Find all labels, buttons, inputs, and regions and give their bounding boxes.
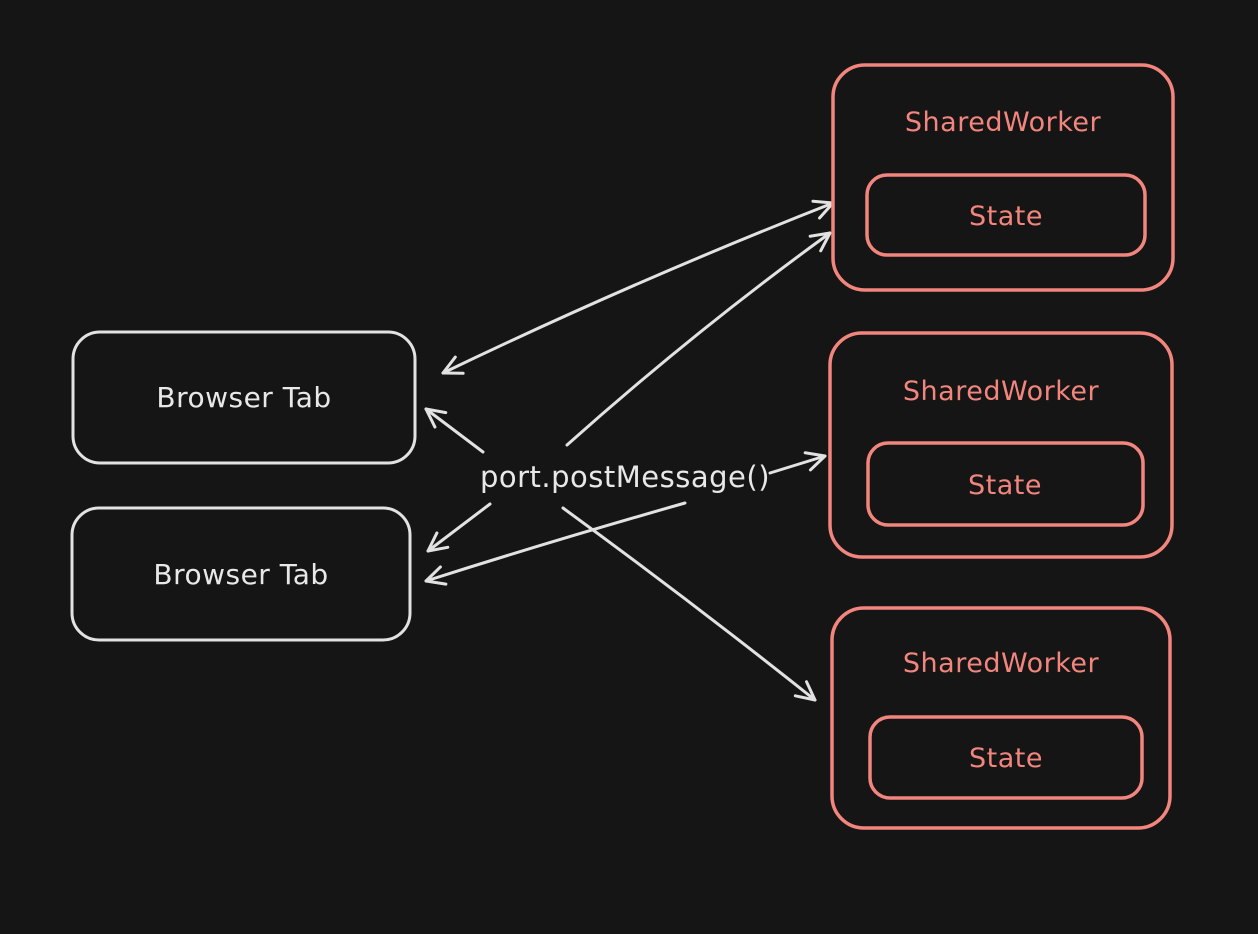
shared-worker-2-state-box — [866, 441, 1145, 527]
shared-worker-2-label: SharedWorker — [903, 376, 1100, 407]
node-shared-worker-2: SharedWorker State — [828, 331, 1174, 559]
shared-worker-1-state-box — [865, 173, 1147, 257]
shared-worker-1-state-label: State — [969, 201, 1043, 232]
arrow-label-to-worker3 — [561, 506, 817, 702]
arrow-label-to-worker2 — [768, 451, 827, 475]
shared-worker-3-label: SharedWorker — [903, 648, 1100, 679]
node-shared-worker-3: SharedWorker State — [830, 606, 1172, 830]
shared-worker-3-state-label: State — [969, 743, 1043, 774]
port-postmessage-label: port.postMessage() — [480, 460, 770, 494]
shared-worker-1-label: SharedWorker — [905, 107, 1102, 138]
browser-tab-1-label: Browser Tab — [156, 381, 331, 414]
node-browser-tab-1: Browser Tab — [71, 330, 417, 465]
shared-worker-2-box — [828, 331, 1174, 559]
arrow-label-to-worker1 — [565, 231, 832, 447]
arrow-label-to-tab2-lower — [424, 501, 687, 586]
browser-tab-2-label: Browser Tab — [153, 558, 328, 591]
node-browser-tab-2: Browser Tab — [70, 506, 412, 642]
shared-worker-2-state-label: State — [968, 470, 1042, 501]
shared-worker-1-box — [831, 63, 1175, 292]
arrow-tab1-worker1-bidirectional — [441, 199, 835, 375]
arrow-label-to-tab1 — [424, 407, 485, 454]
browser-tab-2-box — [70, 506, 412, 642]
shared-worker-3-box — [830, 606, 1172, 830]
shared-worker-3-state-box — [868, 715, 1144, 800]
browser-tab-1-box — [71, 330, 417, 465]
arrow-label-to-tab2-upper — [426, 502, 492, 553]
node-shared-worker-1: SharedWorker State — [831, 63, 1175, 292]
